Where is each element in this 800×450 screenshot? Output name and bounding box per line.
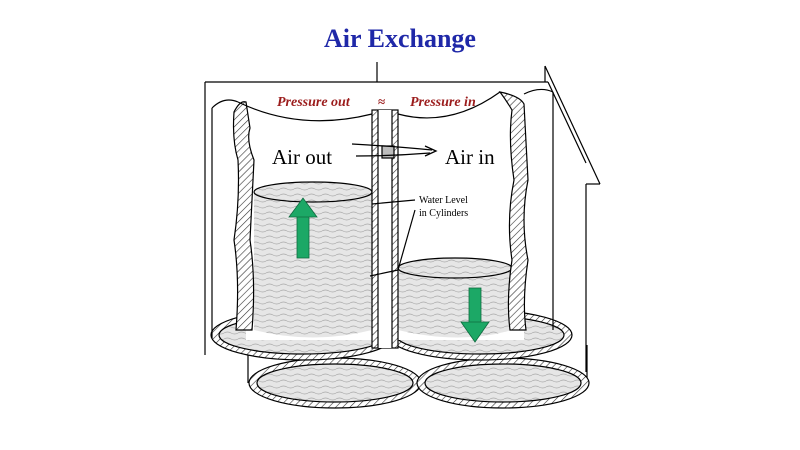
- down-arrow-icon: [460, 287, 490, 343]
- air-out-label: Air out: [272, 145, 332, 169]
- diagram-title: Air Exchange: [324, 24, 476, 53]
- water-level-label-line1: Water Level: [419, 195, 468, 206]
- air-in-label: Air in: [445, 145, 495, 169]
- air-flow: [351, 143, 438, 157]
- frame: [204, 62, 601, 372]
- water-level-pointers: [369, 199, 416, 277]
- outer-tank-water: [248, 357, 590, 409]
- pressure-out-label: Pressure out: [277, 95, 351, 110]
- pressure-in-label: Pressure in: [410, 95, 476, 110]
- right-cylinder: [387, 88, 573, 361]
- center-divider: [371, 109, 399, 349]
- up-arrow-icon: [288, 197, 318, 259]
- approx-sign: ≈: [378, 94, 385, 109]
- water-level-label-line2: in Cylinders: [419, 208, 468, 219]
